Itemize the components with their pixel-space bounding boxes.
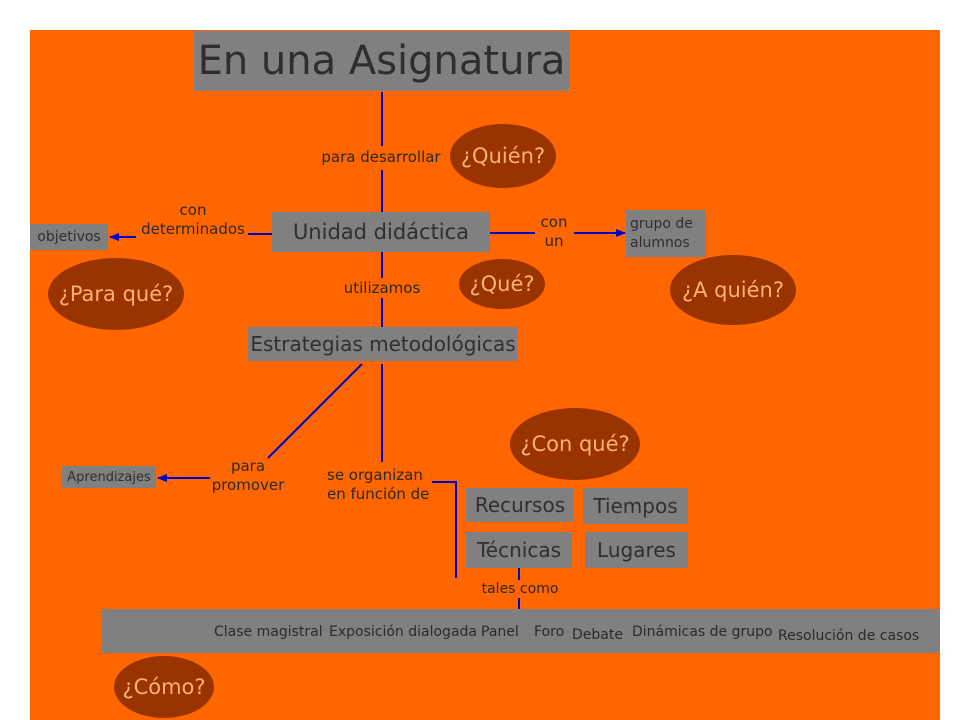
line-estrategias-promover bbox=[267, 363, 363, 459]
link-con-un: con un bbox=[540, 213, 568, 250]
title-node: En una Asignatura bbox=[194, 31, 569, 91]
question-quien: ¿Quién? bbox=[450, 124, 556, 188]
node-objetivos: objetivos bbox=[30, 224, 108, 250]
technique-clase-magistral: Clase magistral bbox=[214, 624, 323, 640]
node-unidad-didactica: Unidad didáctica bbox=[272, 212, 490, 252]
technique-foro: Foro bbox=[534, 624, 565, 640]
question-a-quien: ¿A quién? bbox=[670, 255, 796, 325]
link-para-promover: para promover bbox=[211, 457, 285, 494]
line-organizan-recursos bbox=[432, 481, 457, 578]
technique-panel: Panel bbox=[481, 624, 519, 640]
question-que: ¿Qué? bbox=[459, 259, 545, 309]
question-con-que: ¿Con qué? bbox=[510, 408, 640, 480]
link-para-desarrollar: para desarrollar bbox=[321, 148, 441, 166]
technique-exposicion-dialogada: Exposición dialogada bbox=[329, 624, 477, 640]
node-tiempos: Tiempos bbox=[583, 488, 688, 524]
link-con-determinados: con determinados bbox=[141, 201, 245, 238]
node-grupo-alumnos: grupo de alumnos bbox=[626, 210, 706, 257]
question-como: ¿Cómo? bbox=[114, 656, 214, 718]
link-utilizamos: utilizamos bbox=[343, 279, 421, 297]
technique-resolucion-de-casos: Resolución de casos bbox=[778, 628, 920, 644]
node-estrategias-metodologicas: Estrategias metodológicas bbox=[248, 327, 518, 361]
techniques-bar bbox=[102, 609, 940, 653]
link-se-organizan: se organizan en función de bbox=[327, 466, 430, 503]
link-tales-como: tales como bbox=[481, 581, 559, 597]
node-tecnicas: Técnicas bbox=[466, 532, 572, 568]
node-aprendizajes: Aprendizajes bbox=[62, 466, 156, 488]
node-recursos: Recursos bbox=[466, 488, 574, 522]
node-lugares: Lugares bbox=[585, 532, 688, 568]
technique-debate: Debate bbox=[572, 627, 623, 643]
technique-dinamicas-de-grupo: Dinámicas de grupo bbox=[632, 624, 773, 640]
question-para-que: ¿Para qué? bbox=[48, 258, 184, 330]
